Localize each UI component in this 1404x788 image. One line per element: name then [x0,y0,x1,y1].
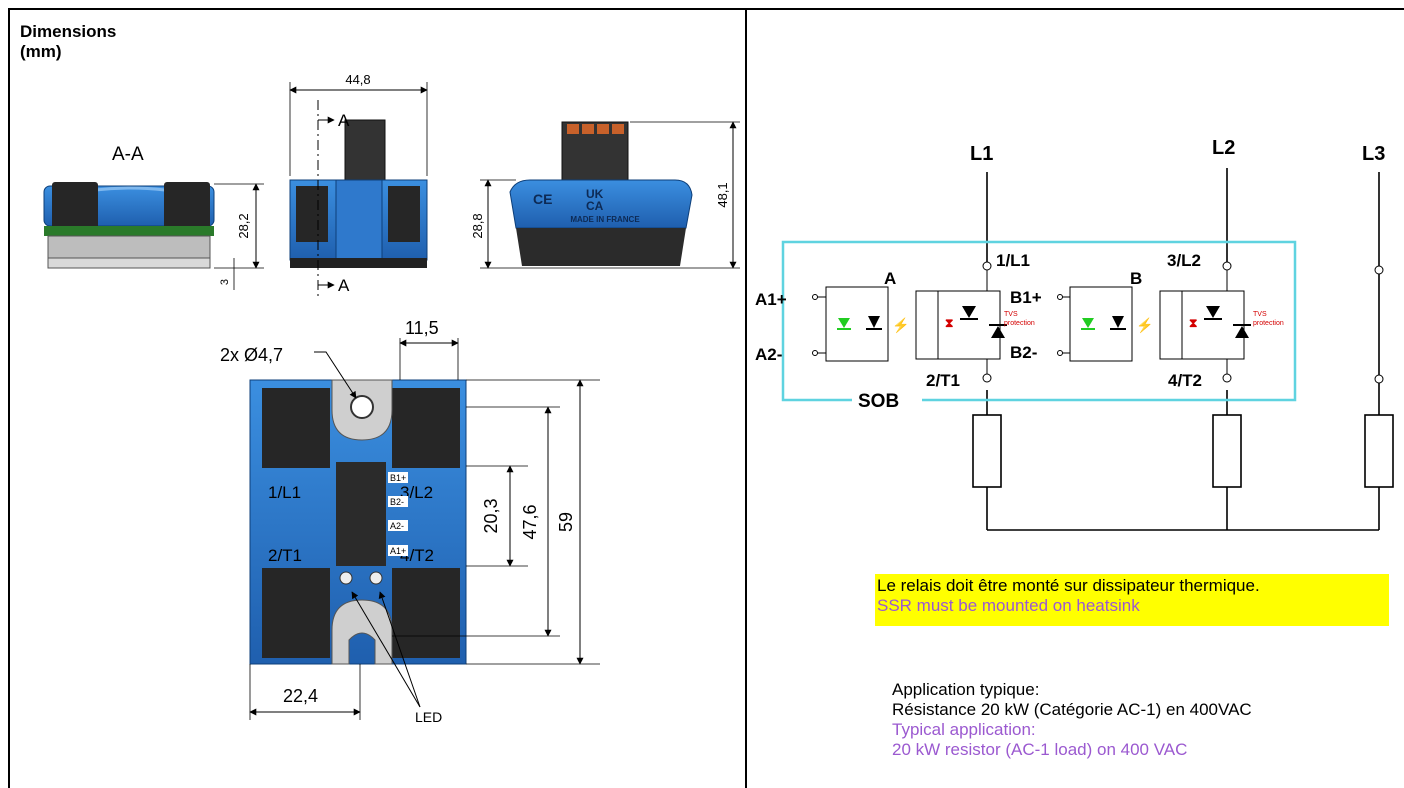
wiring-diagram: L1 L2 L3 SOB A1+ A2- ⚡ A ⧗ TVS protectio… [755,137,1394,531]
typical-application: Application typique: Résistance 20 kW (C… [892,680,1252,760]
tvs-a-line2: protection [1004,320,1035,327]
heatsink-note-fr: Le relais doit être monté sur dissipateu… [877,576,1260,595]
terminal-1L1-diagram: 1/L1 [996,251,1030,270]
terminal-2T1-diagram: 2/T1 [926,371,960,390]
terminal-4T2: 4/T2 [400,546,434,565]
panel-divider [745,8,747,788]
mechanical-drawing: A-A 28,2 3 44,8 A A [43,72,740,725]
channel-a-label: A [884,269,896,288]
dim-section-base: 3 [219,279,231,285]
terminal-2T1: 2/T1 [268,546,302,565]
dim-screw-hole: 2x Ø4,7 [220,345,283,365]
made-in-france-text: MADE IN FRANCE [570,215,640,224]
application-en-title: Typical application: [892,720,1036,739]
pin-a1: A1+ [390,546,406,556]
line-L1: L1 [970,143,993,165]
cut-mark-top: A [338,111,350,130]
heatsink-note-en: SSR must be mounted on heatsink [877,596,1140,615]
title-line-1: Dimensions [20,22,117,41]
drawing-frame [8,8,1404,788]
optical-link-a: ⚡ [892,317,909,334]
application-en-text: 20 kW resistor (AC-1 load) on 400 VAC [892,740,1188,759]
svg-text:⧗: ⧗ [945,316,953,330]
pin-b2: B2- [390,497,404,507]
title-line-2: (mm) [20,42,62,61]
dim-connector-span: 20,3 [481,498,501,533]
line-L3: L3 [1362,143,1385,165]
dim-back-height: 28,8 [470,213,485,238]
dim-back-total-height: 48,1 [715,182,730,207]
input-a2: A2- [755,345,782,364]
input-a1: A1+ [755,290,787,309]
dimensions-title: Dimensions (mm) [20,22,116,62]
dim-section-height: 28,2 [236,213,251,238]
pin-a2: A2- [390,521,404,531]
terminal-3L2: 3/L2 [400,483,433,502]
dim-connector-width: 11,5 [405,318,439,338]
tvs-b-line2: protection [1253,320,1284,327]
dim-half-width: 22,4 [283,686,318,706]
terminal-3L2-diagram: 3/L2 [1167,251,1201,270]
sob-label: SOB [858,391,899,412]
dim-hole-spacing: 47,6 [520,504,540,539]
ukca-mark-2: CA [586,199,604,213]
optical-link-b: ⚡ [1136,317,1153,334]
application-fr-title: Application typique: [892,680,1040,699]
section-view: A-A 28,2 3 [43,144,264,290]
pin-b1: B1+ [390,473,406,483]
front-view: 44,8 A A [289,72,428,300]
load-resistor-2 [1212,414,1242,488]
application-fr-text: Résistance 20 kW (Catégorie AC-1) en 400… [892,700,1252,719]
tvs-a-line1: TVS [1004,311,1018,318]
input-b2: B2- [1010,343,1037,362]
load-resistor-1 [972,414,1002,488]
ukca-mark-1: UK [586,187,604,201]
heatsink-note: Le relais doit être monté sur dissipateu… [875,574,1389,626]
dim-top-width: 44,8 [345,72,370,87]
top-view: 1/L1 3/L2 2/T1 4/T2 B1+ B2- A2- A1+ 2x Ø… [220,318,600,725]
sob-outline [781,240,1297,402]
load-resistor-3 [1364,414,1394,488]
line-L2: L2 [1212,137,1235,159]
dim-total-length: 59 [556,512,576,532]
tvs-b-line1: TVS [1253,311,1267,318]
input-b1: B1+ [1010,288,1042,307]
ce-mark: CE [533,191,552,207]
svg-text:⧗: ⧗ [1189,316,1197,330]
terminal-1L1: 1/L1 [268,483,301,502]
led-label: LED [415,709,442,725]
back-view: CE UK CA MADE IN FRANCE 28,8 48,1 [470,121,740,269]
section-label: A-A [112,144,144,165]
channel-b-label: B [1130,269,1142,288]
terminal-4T2-diagram: 4/T2 [1168,371,1202,390]
cut-mark-bottom: A [338,276,350,295]
